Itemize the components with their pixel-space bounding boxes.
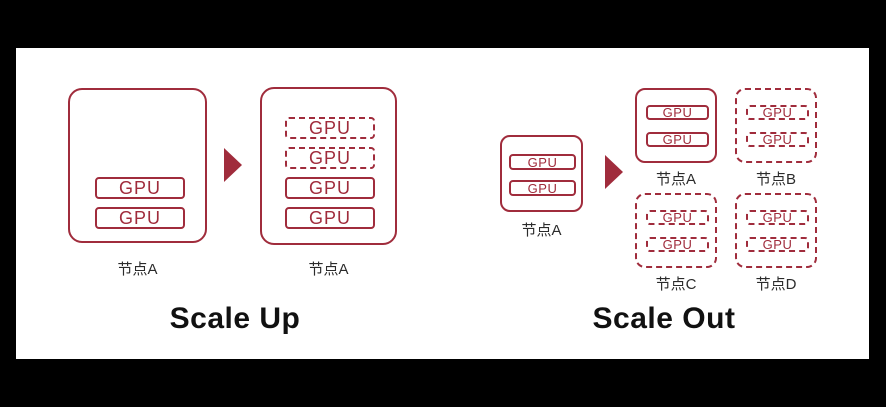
node-label: 节点A — [655, 171, 696, 188]
arrow-right-icon — [605, 155, 623, 189]
gpu-chip: GPU — [95, 207, 185, 229]
gpu-chip: GPU — [646, 132, 709, 147]
gpu-chip-added: GPU — [746, 132, 809, 147]
node-label: 节点A — [521, 222, 562, 239]
gpu-chip-added: GPU — [746, 237, 809, 252]
scale-out-node-d: GPU GPU — [735, 193, 817, 268]
gpu-chip: GPU — [285, 177, 375, 199]
gpu-chip-added: GPU — [746, 210, 809, 225]
node-label: 节点A — [117, 261, 158, 278]
arrow-right-icon — [224, 148, 242, 182]
gpu-chip: GPU — [646, 105, 709, 120]
gpu-chip-added: GPU — [285, 117, 375, 139]
gpu-chip-added: GPU — [646, 237, 709, 252]
scale-up-title: Scale Up — [169, 302, 301, 335]
scale-out-node-before: GPU GPU — [500, 135, 583, 212]
scale-up-node-after: GPU GPU GPU GPU — [260, 87, 397, 245]
scale-up-node-before: GPU GPU — [68, 88, 207, 243]
node-label: 节点B — [755, 171, 796, 188]
node-label: 节点C — [655, 276, 697, 293]
scale-out-node-c: GPU GPU — [635, 193, 717, 268]
gpu-chip: GPU — [509, 180, 576, 196]
gpu-chip: GPU — [95, 177, 185, 199]
gpu-chip: GPU — [285, 207, 375, 229]
gpu-chip-added: GPU — [746, 105, 809, 120]
node-label: 节点A — [308, 261, 349, 278]
gpu-chip-added: GPU — [646, 210, 709, 225]
gpu-chip-added: GPU — [285, 147, 375, 169]
scale-out-title: Scale Out — [592, 302, 736, 335]
scale-out-node-b: GPU GPU — [735, 88, 817, 163]
diagram-canvas: GPU GPU 节点A GPU GPU GPU GPU 节点A Scale Up… — [16, 48, 869, 359]
gpu-chip: GPU — [509, 154, 576, 170]
scale-out-node-a: GPU GPU — [635, 88, 717, 163]
node-label: 节点D — [755, 276, 797, 293]
